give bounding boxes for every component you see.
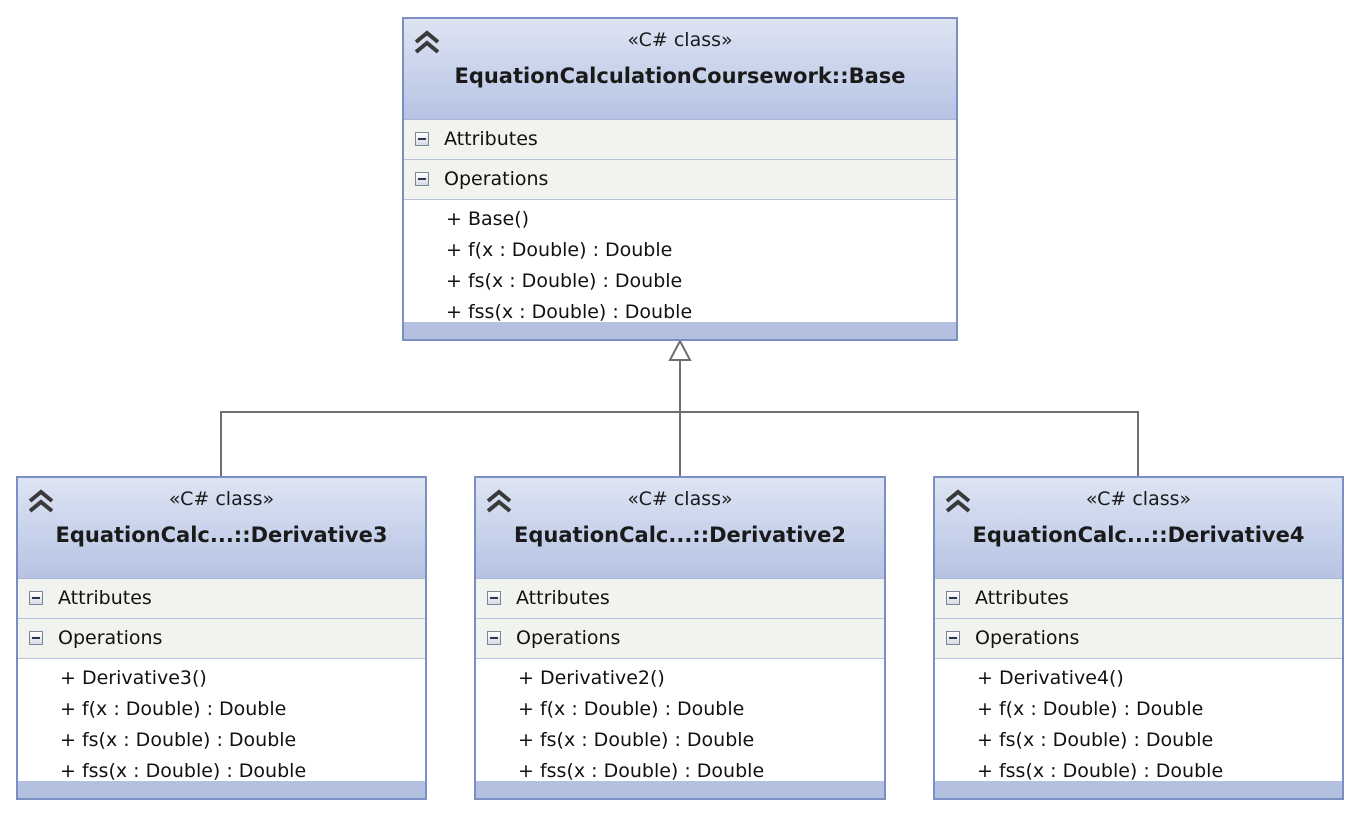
generalization-arrowhead xyxy=(668,338,692,361)
operation-item[interactable]: + fs(x : Double) : Double xyxy=(977,729,1214,751)
class-derivative2[interactable]: «C# class» EquationCalc...::Derivative2 … xyxy=(474,476,886,800)
operations-label: Operations xyxy=(444,168,549,190)
operation-item[interactable]: + f(x : Double) : Double xyxy=(60,698,287,720)
collapse-minus-icon[interactable] xyxy=(29,631,43,645)
class-header[interactable]: «C# class» EquationCalculationCoursework… xyxy=(404,19,956,120)
class-base[interactable]: «C# class» EquationCalculationCoursework… xyxy=(402,17,958,341)
attributes-compartment[interactable]: Attributes xyxy=(404,120,956,160)
collapse-minus-icon[interactable] xyxy=(29,591,43,605)
operation-item[interactable]: + Derivative4() xyxy=(977,667,1124,689)
attributes-label: Attributes xyxy=(516,587,610,609)
attributes-label: Attributes xyxy=(444,128,538,150)
class-header[interactable]: «C# class» EquationCalc...::Derivative4 xyxy=(935,478,1342,579)
operations-list: + Derivative3() + f(x : Double) : Double… xyxy=(18,659,425,791)
class-header[interactable]: «C# class» EquationCalc...::Derivative2 xyxy=(476,478,884,579)
operation-item[interactable]: + fss(x : Double) : Double xyxy=(518,760,765,782)
collapse-minus-icon[interactable] xyxy=(415,172,429,186)
operation-item[interactable]: + fs(x : Double) : Double xyxy=(446,270,683,292)
operations-label: Operations xyxy=(975,627,1080,649)
collapse-chevron-icon[interactable] xyxy=(412,27,442,57)
operations-list: + Base() + f(x : Double) : Double + fs(x… xyxy=(404,200,956,332)
collapse-chevron-icon[interactable] xyxy=(26,486,56,516)
operation-item[interactable]: + Derivative2() xyxy=(518,667,665,689)
operation-item[interactable]: + f(x : Double) : Double xyxy=(518,698,745,720)
collapse-minus-icon[interactable] xyxy=(487,591,501,605)
class-stereotype: «C# class» xyxy=(1085,488,1192,510)
operation-item[interactable]: + fss(x : Double) : Double xyxy=(60,760,307,782)
class-stereotype: «C# class» xyxy=(627,488,733,510)
operation-item[interactable]: + f(x : Double) : Double xyxy=(977,698,1204,720)
class-name: EquationCalculationCoursework::Base xyxy=(454,64,906,88)
operations-compartment[interactable]: Operations xyxy=(476,619,884,659)
attributes-compartment[interactable]: Attributes xyxy=(18,579,425,619)
class-footer xyxy=(404,322,956,339)
operations-compartment[interactable]: Operations xyxy=(18,619,425,659)
operations-list: + Derivative4() + f(x : Double) : Double… xyxy=(935,659,1342,791)
operations-label: Operations xyxy=(58,627,163,649)
collapse-minus-icon[interactable] xyxy=(487,631,501,645)
class-derivative3[interactable]: «C# class» EquationCalc...::Derivative3 … xyxy=(16,476,427,800)
operation-item[interactable]: + fss(x : Double) : Double xyxy=(977,760,1224,782)
class-footer xyxy=(476,781,884,798)
class-footer xyxy=(18,781,425,798)
collapse-chevron-icon[interactable] xyxy=(484,486,514,516)
collapse-minus-icon[interactable] xyxy=(946,631,960,645)
collapse-minus-icon[interactable] xyxy=(415,132,429,146)
operation-item[interactable]: + fss(x : Double) : Double xyxy=(446,301,693,323)
connector-derivative4 xyxy=(680,411,1139,477)
class-stereotype: «C# class» xyxy=(168,488,275,510)
operation-item[interactable]: + f(x : Double) : Double xyxy=(446,239,673,261)
operations-compartment[interactable]: Operations xyxy=(935,619,1342,659)
operation-item[interactable]: + fs(x : Double) : Double xyxy=(518,729,755,751)
operation-item[interactable]: + fs(x : Double) : Double xyxy=(60,729,297,751)
attributes-compartment[interactable]: Attributes xyxy=(935,579,1342,619)
operations-compartment[interactable]: Operations xyxy=(404,160,956,200)
collapse-minus-icon[interactable] xyxy=(946,591,960,605)
class-name: EquationCalc...::Derivative3 xyxy=(55,523,388,547)
class-name: EquationCalc...::Derivative2 xyxy=(514,523,846,547)
class-derivative4[interactable]: «C# class» EquationCalc...::Derivative4 … xyxy=(933,476,1344,800)
collapse-chevron-icon[interactable] xyxy=(943,486,973,516)
attributes-compartment[interactable]: Attributes xyxy=(476,579,884,619)
class-stereotype: «C# class» xyxy=(627,29,733,51)
class-name: EquationCalc...::Derivative4 xyxy=(972,523,1305,547)
operations-label: Operations xyxy=(516,627,621,649)
class-footer xyxy=(935,781,1342,798)
attributes-label: Attributes xyxy=(58,587,152,609)
class-header[interactable]: «C# class» EquationCalc...::Derivative3 xyxy=(18,478,425,579)
operation-item[interactable]: + Base() xyxy=(446,208,530,230)
operation-item[interactable]: + Derivative3() xyxy=(60,667,207,689)
connector-derivative3 xyxy=(220,411,680,477)
operations-list: + Derivative2() + f(x : Double) : Double… xyxy=(476,659,884,791)
attributes-label: Attributes xyxy=(975,587,1069,609)
